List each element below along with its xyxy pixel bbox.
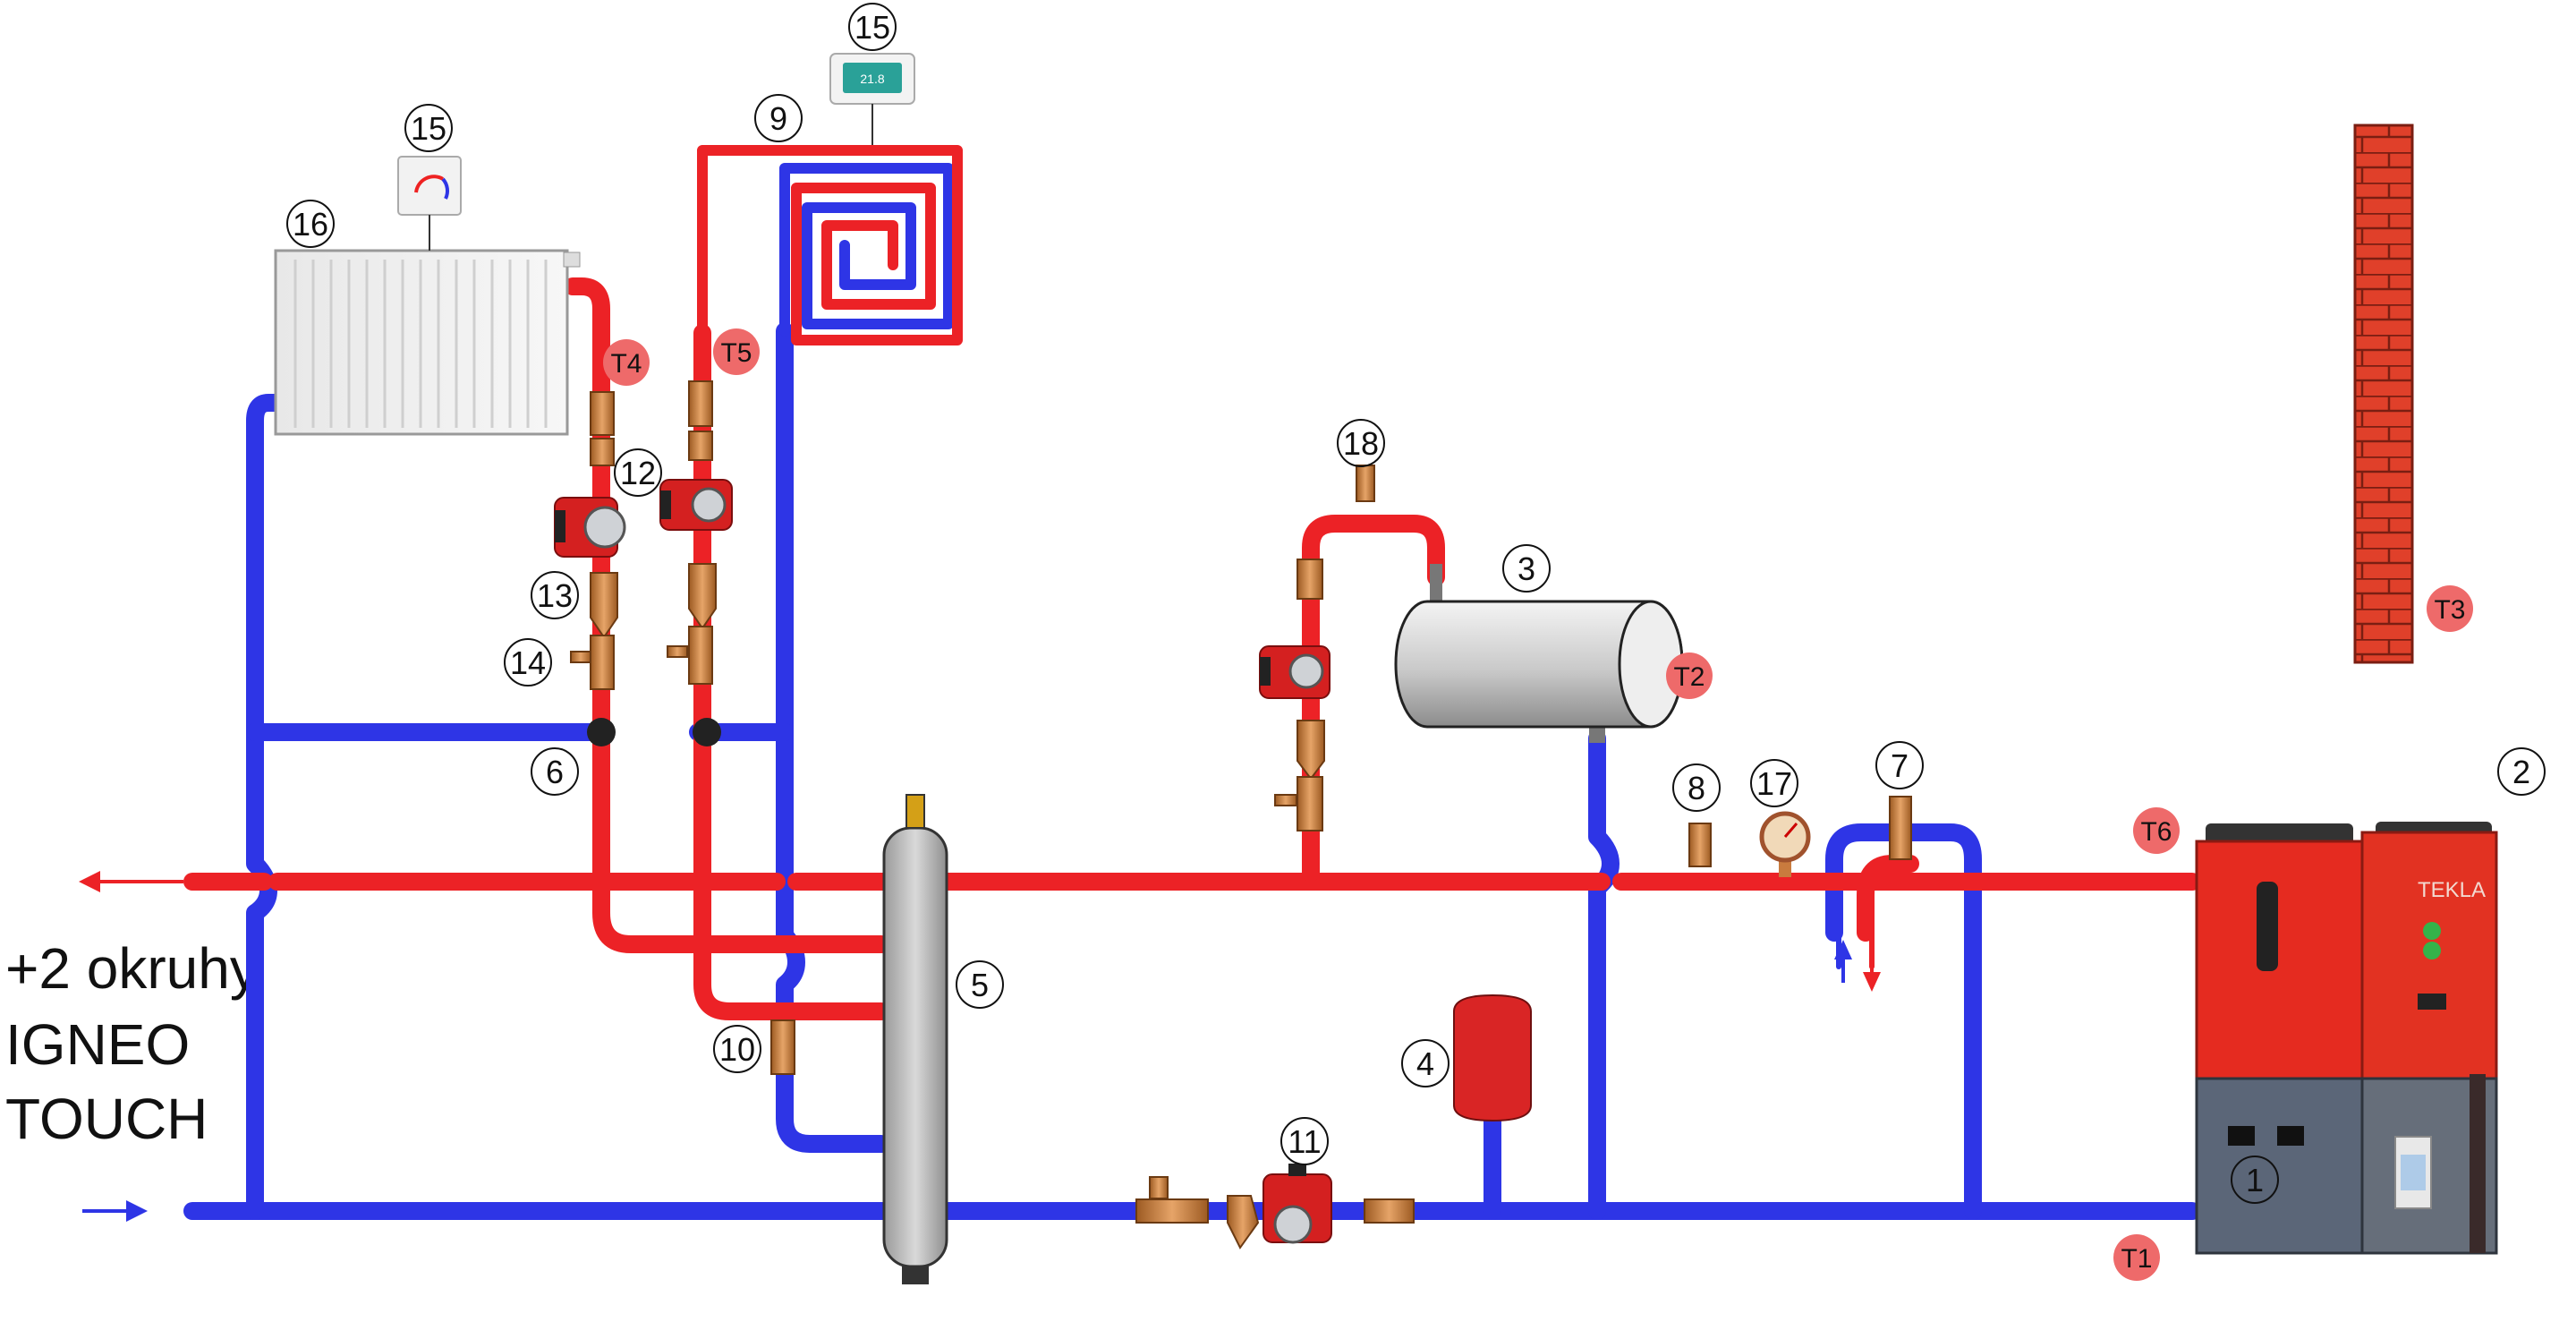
floor-supply-riser bbox=[693, 324, 890, 1020]
sensor-t1: T1 bbox=[2121, 1244, 2152, 1274]
side-text-line1: +2 okruhy bbox=[5, 936, 259, 1001]
label-air-vent: 18 bbox=[1343, 425, 1379, 462]
label-ball-valve: 6 bbox=[546, 754, 564, 790]
floor-spiral-return bbox=[779, 163, 954, 337]
buffer-tank bbox=[1394, 564, 1684, 743]
label-thermostat-room: 15 bbox=[411, 110, 446, 147]
label-strainer: 13 bbox=[537, 577, 573, 614]
side-text-line3: TOUCH bbox=[5, 1087, 208, 1151]
sensor-t3: T3 bbox=[2434, 595, 2465, 625]
callouts bbox=[286, 3, 2546, 1204]
ball-valves bbox=[587, 718, 721, 746]
expansion-vessel bbox=[1453, 994, 1532, 1122]
sensor-tags bbox=[603, 328, 2473, 1281]
boiler-brand: TEKLA bbox=[2418, 878, 2486, 902]
sensor-t6: T6 bbox=[2140, 817, 2172, 847]
label-mixing-valve: 10 bbox=[719, 1031, 755, 1068]
brass-fittings bbox=[570, 380, 1912, 1249]
sensor-t4: T4 bbox=[610, 349, 642, 379]
tank-return-pipe bbox=[1588, 729, 1620, 1220]
sensor-tag-labels: T1 T2 T3 T4 T5 T6 bbox=[610, 338, 2465, 1274]
circuit-pump-radiator bbox=[554, 497, 626, 558]
boiler-unit: TEKLA bbox=[2195, 822, 2498, 1255]
sensor-t5: T5 bbox=[720, 338, 752, 368]
label-shutoff-valve: 14 bbox=[510, 644, 546, 681]
label-boiler-pump: 11 bbox=[1288, 1123, 1321, 1160]
label-radiator: 16 bbox=[293, 206, 328, 243]
sensor-t2: T2 bbox=[1673, 662, 1705, 692]
floor-thermostat: 21.8 bbox=[829, 53, 915, 145]
tank-pump bbox=[1259, 645, 1331, 699]
label-thermostat-floor: 15 bbox=[854, 9, 890, 46]
supply-pipes bbox=[183, 145, 2201, 1020]
radiator-return-riser bbox=[246, 394, 286, 1220]
tank-supply-loop bbox=[1302, 515, 1445, 882]
thermostat-display-value: 21.8 bbox=[860, 72, 884, 86]
label-hydraulic-separator: 5 bbox=[971, 967, 989, 1003]
flow-arrows bbox=[79, 871, 1881, 1222]
thermo-valve-red bbox=[1857, 855, 1919, 942]
label-floor-heating: 9 bbox=[769, 100, 787, 137]
label-circuit-pump: 12 bbox=[620, 455, 656, 491]
label-expansion-vessel: 4 bbox=[1416, 1045, 1434, 1082]
circuit-pump-floor bbox=[659, 479, 733, 531]
label-thermostatic-valve: 7 bbox=[1891, 747, 1909, 784]
brick-wall bbox=[2353, 124, 2414, 664]
floor-spiral-supply bbox=[697, 145, 963, 345]
side-text-line2: IGNEO bbox=[5, 1012, 191, 1077]
floor-return-riser bbox=[776, 322, 890, 1153]
radiator bbox=[274, 249, 581, 436]
radiator-thermostat bbox=[397, 156, 462, 251]
boiler-pump bbox=[1262, 1164, 1332, 1244]
label-manometer: 17 bbox=[1756, 765, 1792, 802]
label-pellet-hopper: 2 bbox=[2512, 754, 2530, 790]
manometer bbox=[1759, 811, 1811, 877]
label-boiler: 1 bbox=[2246, 1162, 2264, 1198]
callout-labels: 1 2 3 4 5 6 7 8 9 10 11 12 13 14 15 15 1… bbox=[293, 9, 2530, 1198]
hydraulic-separator bbox=[882, 794, 948, 1284]
label-buffer-tank: 3 bbox=[1518, 550, 1535, 587]
radiator-supply-riser bbox=[564, 277, 890, 953]
label-safety-valve: 8 bbox=[1688, 770, 1705, 806]
